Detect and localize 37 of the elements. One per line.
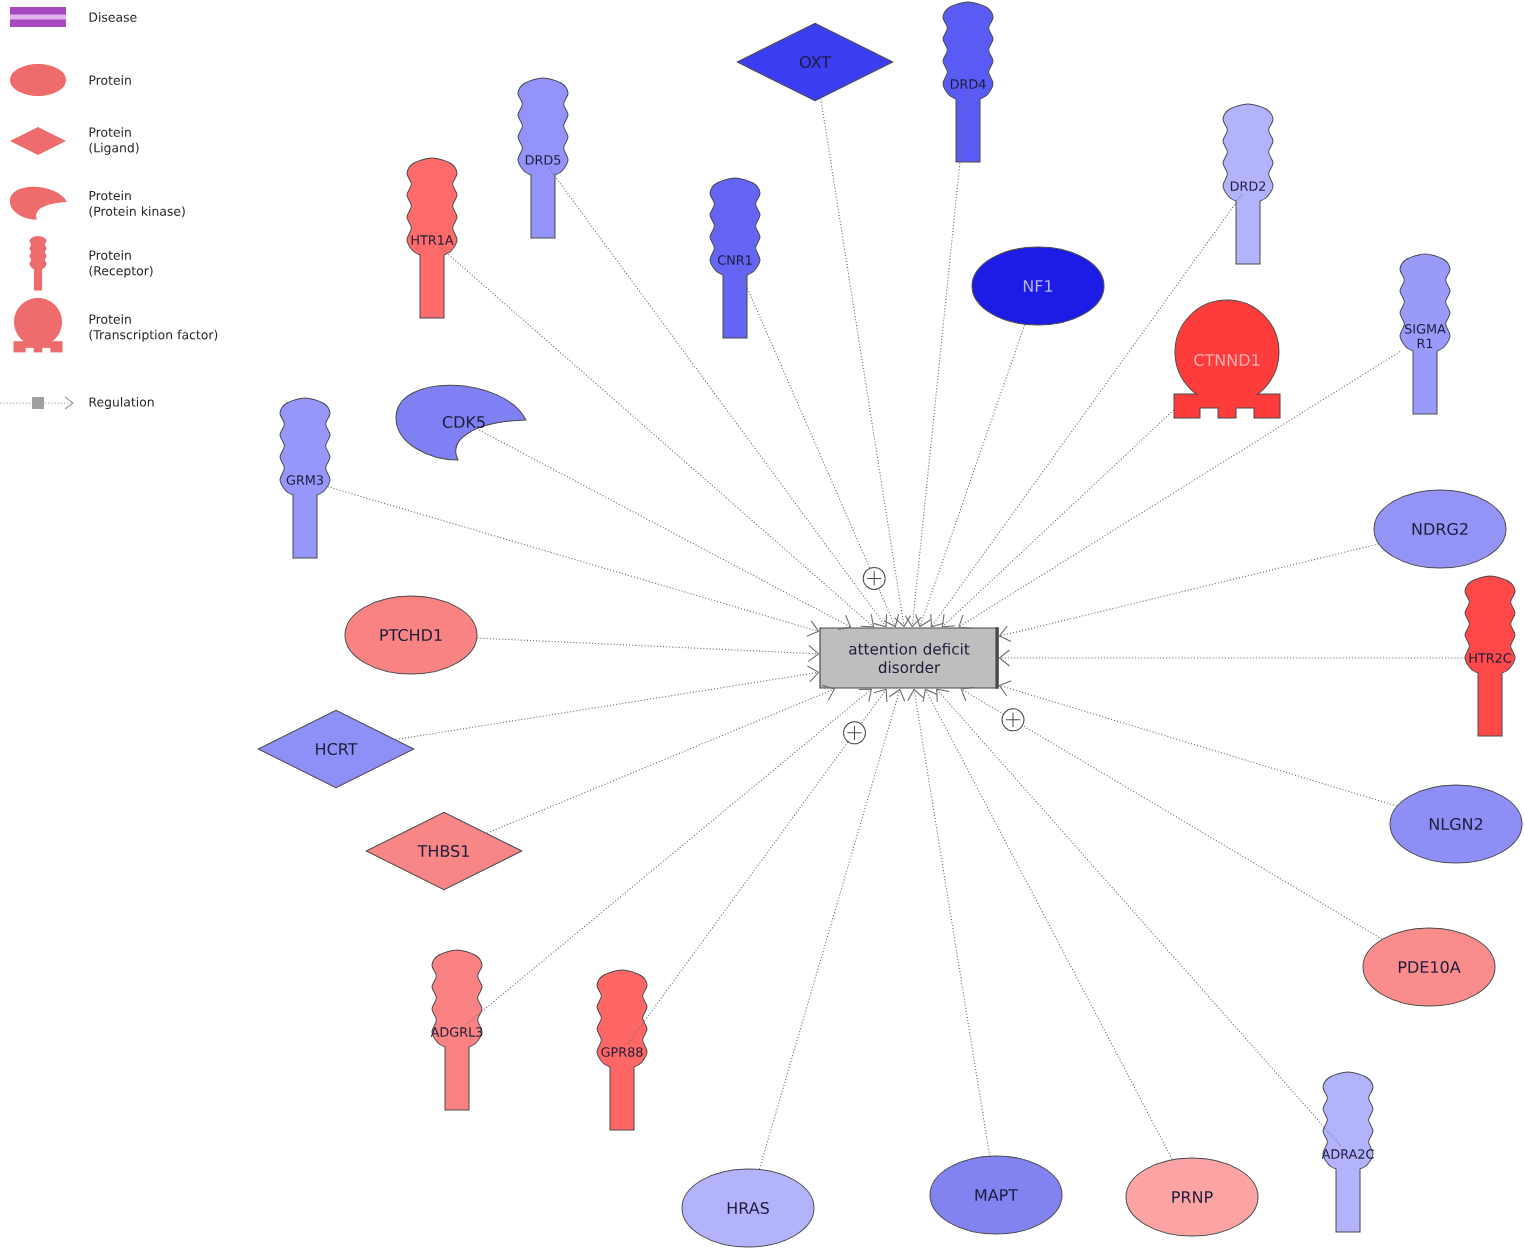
crescent-node: CDK5 bbox=[395, 384, 527, 461]
arrow bbox=[998, 680, 1398, 807]
arrow bbox=[476, 637, 820, 662]
oval-node: PDE10A bbox=[1362, 927, 1496, 1007]
arrow bbox=[907, 688, 991, 1157]
arrow bbox=[915, 324, 1026, 628]
oval-node: MAPT bbox=[929, 1155, 1063, 1235]
arrow bbox=[440, 247, 875, 628]
arrow bbox=[395, 665, 820, 741]
oval-node: HRAS bbox=[681, 1168, 815, 1248]
arrow bbox=[904, 91, 968, 628]
arrow bbox=[958, 351, 1401, 629]
oval-node: NF1 bbox=[971, 246, 1105, 326]
arrow bbox=[627, 688, 888, 1045]
oval-node: PTCHD1 bbox=[344, 595, 478, 675]
arrow bbox=[936, 688, 1342, 1147]
arrow bbox=[820, 98, 911, 628]
arrow bbox=[478, 429, 852, 630]
dome-node: CTNND1 bbox=[1173, 299, 1281, 419]
arrow bbox=[930, 193, 1243, 628]
arrow bbox=[758, 688, 906, 1170]
arrow bbox=[922, 688, 1173, 1160]
arrow bbox=[738, 267, 900, 628]
diamond-node: THBS1 bbox=[365, 811, 523, 891]
oval-node: NLGN2 bbox=[1389, 784, 1523, 864]
oval-node: NDRG2 bbox=[1373, 489, 1507, 569]
arrow bbox=[486, 684, 836, 834]
arrow bbox=[998, 543, 1380, 643]
oval-node: PRNP bbox=[1125, 1157, 1259, 1237]
diamond-node: OXT bbox=[736, 22, 894, 102]
arrow bbox=[327, 486, 820, 637]
diamond-node: HCRT bbox=[257, 709, 415, 789]
arrow bbox=[466, 688, 873, 1025]
arrow bbox=[998, 649, 1466, 667]
arrow bbox=[941, 409, 1175, 628]
arrow bbox=[960, 686, 1383, 940]
arrow bbox=[548, 167, 888, 628]
